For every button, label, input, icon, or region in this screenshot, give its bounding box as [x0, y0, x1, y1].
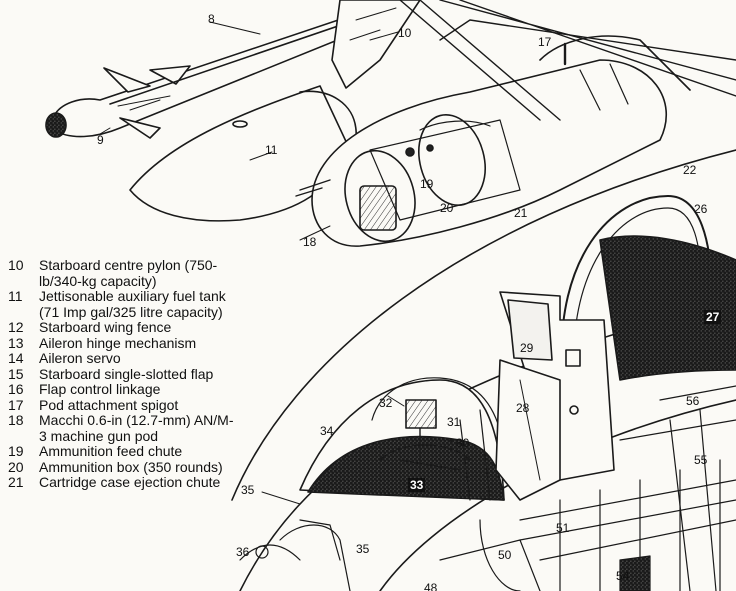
- key-item-description: Ammunition feed chute: [39, 443, 183, 459]
- front-instrument-coaming: [307, 435, 505, 501]
- rear-instrument-coaming: [599, 235, 736, 381]
- missile-seeker-head: [45, 112, 67, 138]
- starboard-centre-pylon: [331, 0, 421, 89]
- key-item-number: 21: [8, 474, 24, 490]
- callout-9: 9: [97, 133, 104, 147]
- callout-29: 29: [520, 341, 534, 355]
- callout-20: 20: [440, 201, 454, 215]
- callout-50: 50: [498, 548, 512, 562]
- callout-35-lower: 35: [356, 542, 370, 556]
- callout-55: 55: [694, 453, 708, 467]
- wingtip-missile: [45, 5, 393, 139]
- callout-17: 17: [538, 35, 552, 49]
- callout-26: 26: [694, 202, 708, 216]
- callout-36: 36: [236, 545, 250, 559]
- key-item-description: Starboard centre pylon (750-lb/340-kg ca…: [39, 257, 218, 289]
- key-item: 16 Flap control linkage: [8, 381, 238, 398]
- key-item-description: Aileron servo: [39, 350, 121, 366]
- key-item-description: Jettisonable auxiliary fuel tank (71 Imp…: [39, 288, 226, 320]
- callout-34: 34: [320, 424, 334, 438]
- key-item-number: 11: [8, 288, 23, 304]
- callout-51: 51: [556, 521, 570, 535]
- callout-11: 11: [265, 143, 278, 157]
- key-item-description: Ammunition box (350 rounds): [39, 458, 223, 475]
- callout-31: 31: [447, 415, 461, 429]
- parts-key: 10 Starboard centre pylon (750-lb/340-kg …: [8, 257, 238, 491]
- callout-8: 8: [208, 12, 215, 26]
- leader-lines: [99, 21, 467, 505]
- key-item-number: 16: [8, 381, 24, 397]
- key-item: 10 Starboard centre pylon (750-lb/340-kg …: [8, 257, 238, 289]
- key-item: 11 Jettisonable auxiliary fuel tank (71 I…: [8, 288, 238, 320]
- callout-22: 22: [683, 163, 697, 177]
- cockpit-canopy: [299, 195, 736, 501]
- callout-33: 33: [408, 478, 426, 492]
- front-cockpit-equipment: [399, 399, 491, 501]
- key-item: 12 Starboard wing fence: [8, 319, 238, 336]
- key-item: 14 Aileron servo: [8, 350, 238, 367]
- key-item-number: 18: [8, 412, 24, 428]
- key-item-number: 10: [8, 257, 24, 273]
- callout-28: 28: [516, 401, 530, 415]
- key-item-description: Aileron hinge mechanism: [39, 334, 197, 351]
- key-item: 19 Ammunition feed chute: [8, 443, 238, 460]
- key-item: 20 Ammunition box (350 rounds): [8, 458, 238, 476]
- key-item-description: Starboard single-slotted flap: [39, 365, 214, 382]
- key-item: 21 Cartridge case ejection chute: [8, 474, 238, 491]
- callout-19: 19: [420, 177, 434, 191]
- key-item-number: 14: [8, 350, 24, 366]
- callout-27: 27: [704, 310, 722, 324]
- fuselage-frames: [239, 385, 736, 591]
- key-item-number: 12: [8, 319, 24, 335]
- callout-54: 54: [616, 569, 630, 583]
- gun-breech: [359, 185, 397, 231]
- callout-35-left: 35: [241, 483, 255, 497]
- key-item: 13 Aileron hinge mechanism: [8, 334, 238, 352]
- key-item: 15 Starboard single-slotted flap: [8, 365, 238, 383]
- key-item-description: Starboard wing fence: [39, 319, 172, 335]
- tank-filler-cap: [232, 120, 248, 128]
- pod-support-frame: [399, 0, 736, 121]
- key-item: 17 Pod attachment spigot: [8, 396, 238, 414]
- key-item-number: 13: [8, 334, 24, 351]
- callout-48: 48: [424, 581, 438, 591]
- key-item-description: Cartridge case ejection chute: [39, 474, 221, 490]
- key-item: 18 Macchi 0.6-in (12.7-mm) AN/M-3 machine…: [8, 412, 238, 444]
- key-item-number: 19: [8, 443, 24, 459]
- key-item-description: Flap control linkage: [39, 381, 161, 397]
- callout-18: 18: [303, 235, 317, 249]
- callout-32: 32: [379, 396, 393, 410]
- rear-ejection-seat: [495, 291, 615, 501]
- callout-10: 10: [398, 26, 412, 40]
- key-item-description: Macchi 0.6-in (12.7-mm) AN/M-3 machine g…: [39, 412, 234, 444]
- key-item-description: Pod attachment spigot: [39, 396, 179, 413]
- callout-30: 30: [456, 436, 470, 450]
- seat-handle: [565, 349, 581, 367]
- callout-56: 56: [686, 394, 700, 408]
- key-item-number: 15: [8, 365, 24, 382]
- key-item-number: 17: [8, 396, 24, 413]
- key-item-number: 20: [8, 458, 24, 475]
- callout-21: 21: [514, 206, 528, 220]
